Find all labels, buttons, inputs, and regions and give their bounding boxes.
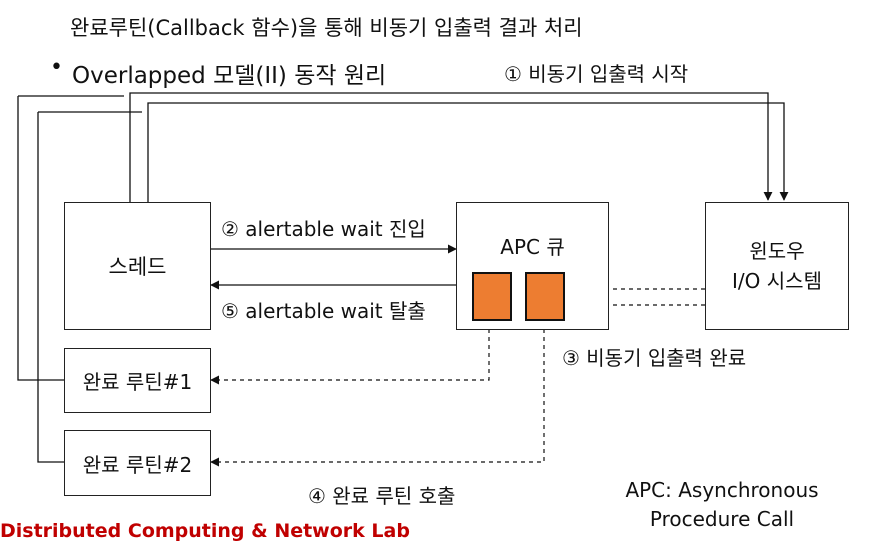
slide-heading: Overlapped 모델(II) 동작 원리 [72,56,386,90]
apc-note-line1: APC: Asynchronous [625,478,819,502]
routine1-loop-line [17,96,64,381]
call-routine1-arrow [210,321,490,385]
step3-label: ③ 비동기 입출력 완료 [562,346,747,370]
apc-queue-label: APC 큐 [500,235,565,259]
heading-part1: Overlapped [72,63,206,89]
step5-label: ⑤ alertable wait 탈출 [221,299,426,323]
thread-box: 스레드 [64,202,211,330]
step1-label: ① 비동기 입출력 시작 [504,62,689,86]
call-routine2-arrow [210,321,545,467]
subtitle-text: 완료루틴(Callback 함수)을 통해 비동기 입출력 결과 처리 [70,16,583,40]
bullet-icon: • [50,55,63,80]
apc-queue-item-2 [525,272,565,321]
completion-routine-1-box: 완료 루틴#1 [64,348,211,413]
footer-lab-name: Distributed Computing & Network Lab [0,520,410,542]
apc-note: APC: Asynchronous Procedure Call [596,476,848,534]
apc-queue-item-1 [472,272,512,321]
step4-label: ④ 완료 루틴 호출 [308,484,456,508]
heading-part2: 모델(II) 동작 원리 [205,63,387,89]
apc-note-line2: Procedure Call [649,507,795,531]
start-io-line-2 [147,102,789,202]
diagram-connectors [17,92,789,467]
completion-routine-2-box: 완료 루틴#2 [64,430,211,496]
start-io-line-1 [129,92,773,202]
windows-io-line2: I/O 시스템 [732,269,822,293]
windows-io-line1: 윈도우 [749,239,805,263]
step2-label: ② alertable wait 진입 [221,217,426,241]
windows-io-system-box: 윈도우 I/O 시스템 [705,202,849,330]
routine2-loop-line [37,112,64,463]
